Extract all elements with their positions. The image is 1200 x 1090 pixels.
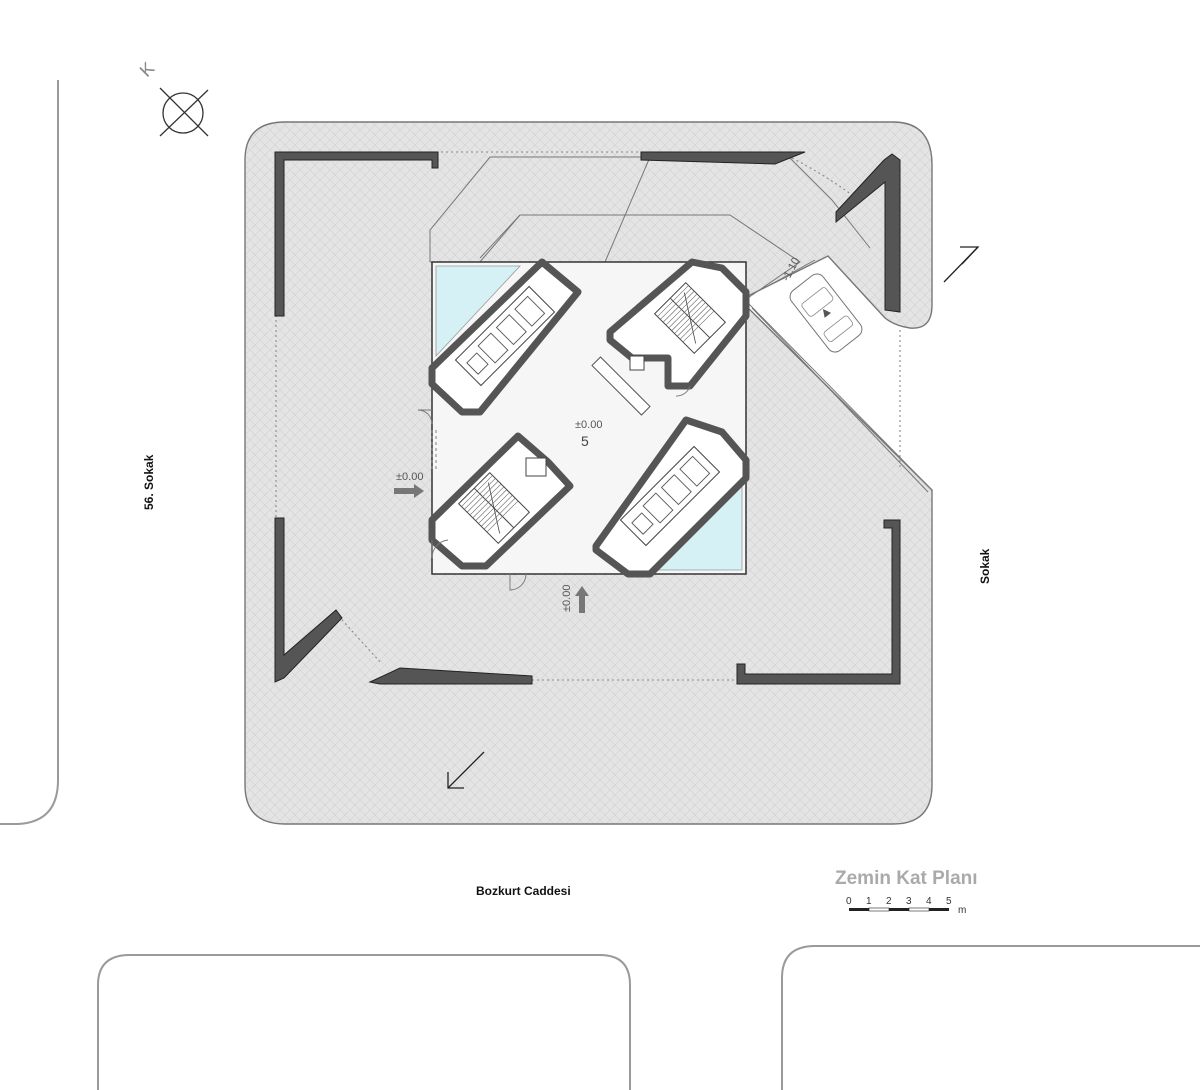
wall-nw [274, 151, 439, 317]
lobby-level-label: ±0.00 [575, 419, 602, 431]
section-marker-east [943, 246, 980, 283]
street-kerbs [0, 80, 1200, 1090]
core-sw [428, 432, 574, 570]
street-label-bottom: Bozkurt Caddesi [476, 884, 571, 898]
west-entry-arrow [394, 484, 424, 498]
wall-sw [274, 517, 343, 683]
plan-title: Zemin Kat Planı [835, 868, 978, 889]
scale-tick-5: 5 [946, 896, 952, 907]
street-label-right: Sokak [978, 548, 992, 584]
bottom-right-block-kerb [781, 945, 1200, 1090]
wall-n [640, 151, 806, 165]
bottom-left-block-kerb [97, 954, 631, 1090]
section-marker-south [447, 751, 485, 789]
scale-tick-2: 2 [886, 896, 892, 907]
north-label: K [136, 58, 159, 81]
wall-ne [835, 153, 901, 313]
wall-s [368, 667, 533, 685]
room-number-label: 5 [581, 433, 589, 449]
perimeter-walls [274, 151, 901, 685]
scale-tick-1: 1 [866, 896, 872, 907]
north-arrow [159, 87, 209, 137]
pool-nw [435, 265, 521, 358]
car-symbol [789, 273, 863, 353]
doors [417, 385, 691, 591]
street-label-left: 56. Sokak [142, 454, 156, 510]
wall-se [736, 519, 901, 685]
south-entry-level-label: ±0.00 [561, 585, 573, 612]
scale-bar: 0 1 2 3 4 5 m [846, 896, 966, 916]
lobby-counter [591, 356, 651, 416]
scale-tick-0: 0 [846, 896, 852, 907]
scale-unit: m [958, 905, 966, 916]
core-se [592, 416, 750, 578]
south-entry-arrow [575, 586, 589, 613]
scale-tick-3: 3 [906, 896, 912, 907]
scale-tick-4: 4 [926, 896, 932, 907]
north-arrow-circle [162, 92, 204, 134]
left-block-kerb [0, 80, 59, 825]
core-nw [428, 258, 582, 416]
west-entry-level-label: ±0.00 [396, 471, 423, 483]
